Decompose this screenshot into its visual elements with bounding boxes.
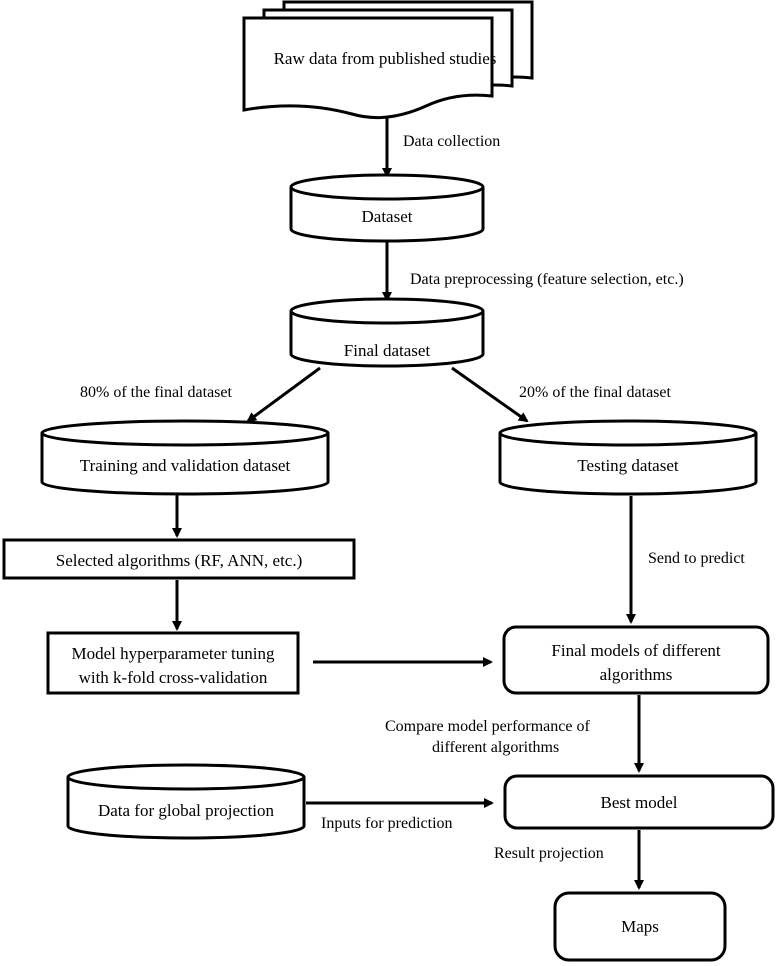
compare-label-line2: different algorithms — [432, 739, 559, 756]
dataset-label: Dataset — [362, 207, 413, 226]
final-models-label-line2: algorithms — [600, 665, 673, 684]
tuning-label-line1: Model hyperparameter tuning — [72, 644, 275, 663]
compare-label-line1: Compare model performance of — [385, 718, 590, 735]
maps-label: Maps — [621, 917, 659, 936]
tuning-label-line2: with k-fold cross-validation — [79, 668, 268, 687]
selected-algorithms-label: Selected algorithms (RF, ANN, etc.) — [56, 551, 303, 570]
split-80-label: 80% of the final dataset — [80, 384, 233, 401]
final-dataset-cylinder — [289, 297, 485, 368]
arrow-split-80 — [246, 366, 321, 423]
testing-dataset-cylinder — [498, 419, 758, 496]
final-models-label-line1: Final models of different — [551, 641, 720, 660]
best-model-box — [503, 774, 775, 830]
data-collection-label: Data collection — [403, 133, 500, 150]
result-projection-label: Result projection — [494, 845, 604, 862]
selected-algorithms-box — [2, 538, 356, 580]
split-20-label: 20% of the final dataset — [519, 384, 672, 401]
training-dataset-label: Training and validation dataset — [80, 456, 291, 475]
training-dataset-cylinder — [40, 419, 330, 496]
tuning-box — [46, 631, 300, 695]
global-projection-cylinder — [66, 763, 306, 840]
dataset-cylinder — [289, 173, 485, 243]
final-models-box — [502, 625, 770, 695]
final-dataset-label: Final dataset — [344, 341, 431, 360]
testing-dataset-label: Testing dataset — [577, 456, 679, 475]
raw-data-documents — [242, 0, 534, 120]
preprocessing-label: Data preprocessing (feature selection, e… — [410, 271, 684, 288]
inputs-for-prediction-label: Inputs for prediction — [321, 815, 453, 832]
send-to-predict-label: Send to predict — [648, 550, 745, 567]
arrow-split-20 — [451, 366, 529, 423]
best-model-label: Best model — [601, 793, 678, 812]
raw-data-label: Raw data from published studies — [274, 49, 497, 68]
global-projection-label: Data for global projection — [98, 801, 275, 820]
maps-box — [553, 891, 727, 962]
